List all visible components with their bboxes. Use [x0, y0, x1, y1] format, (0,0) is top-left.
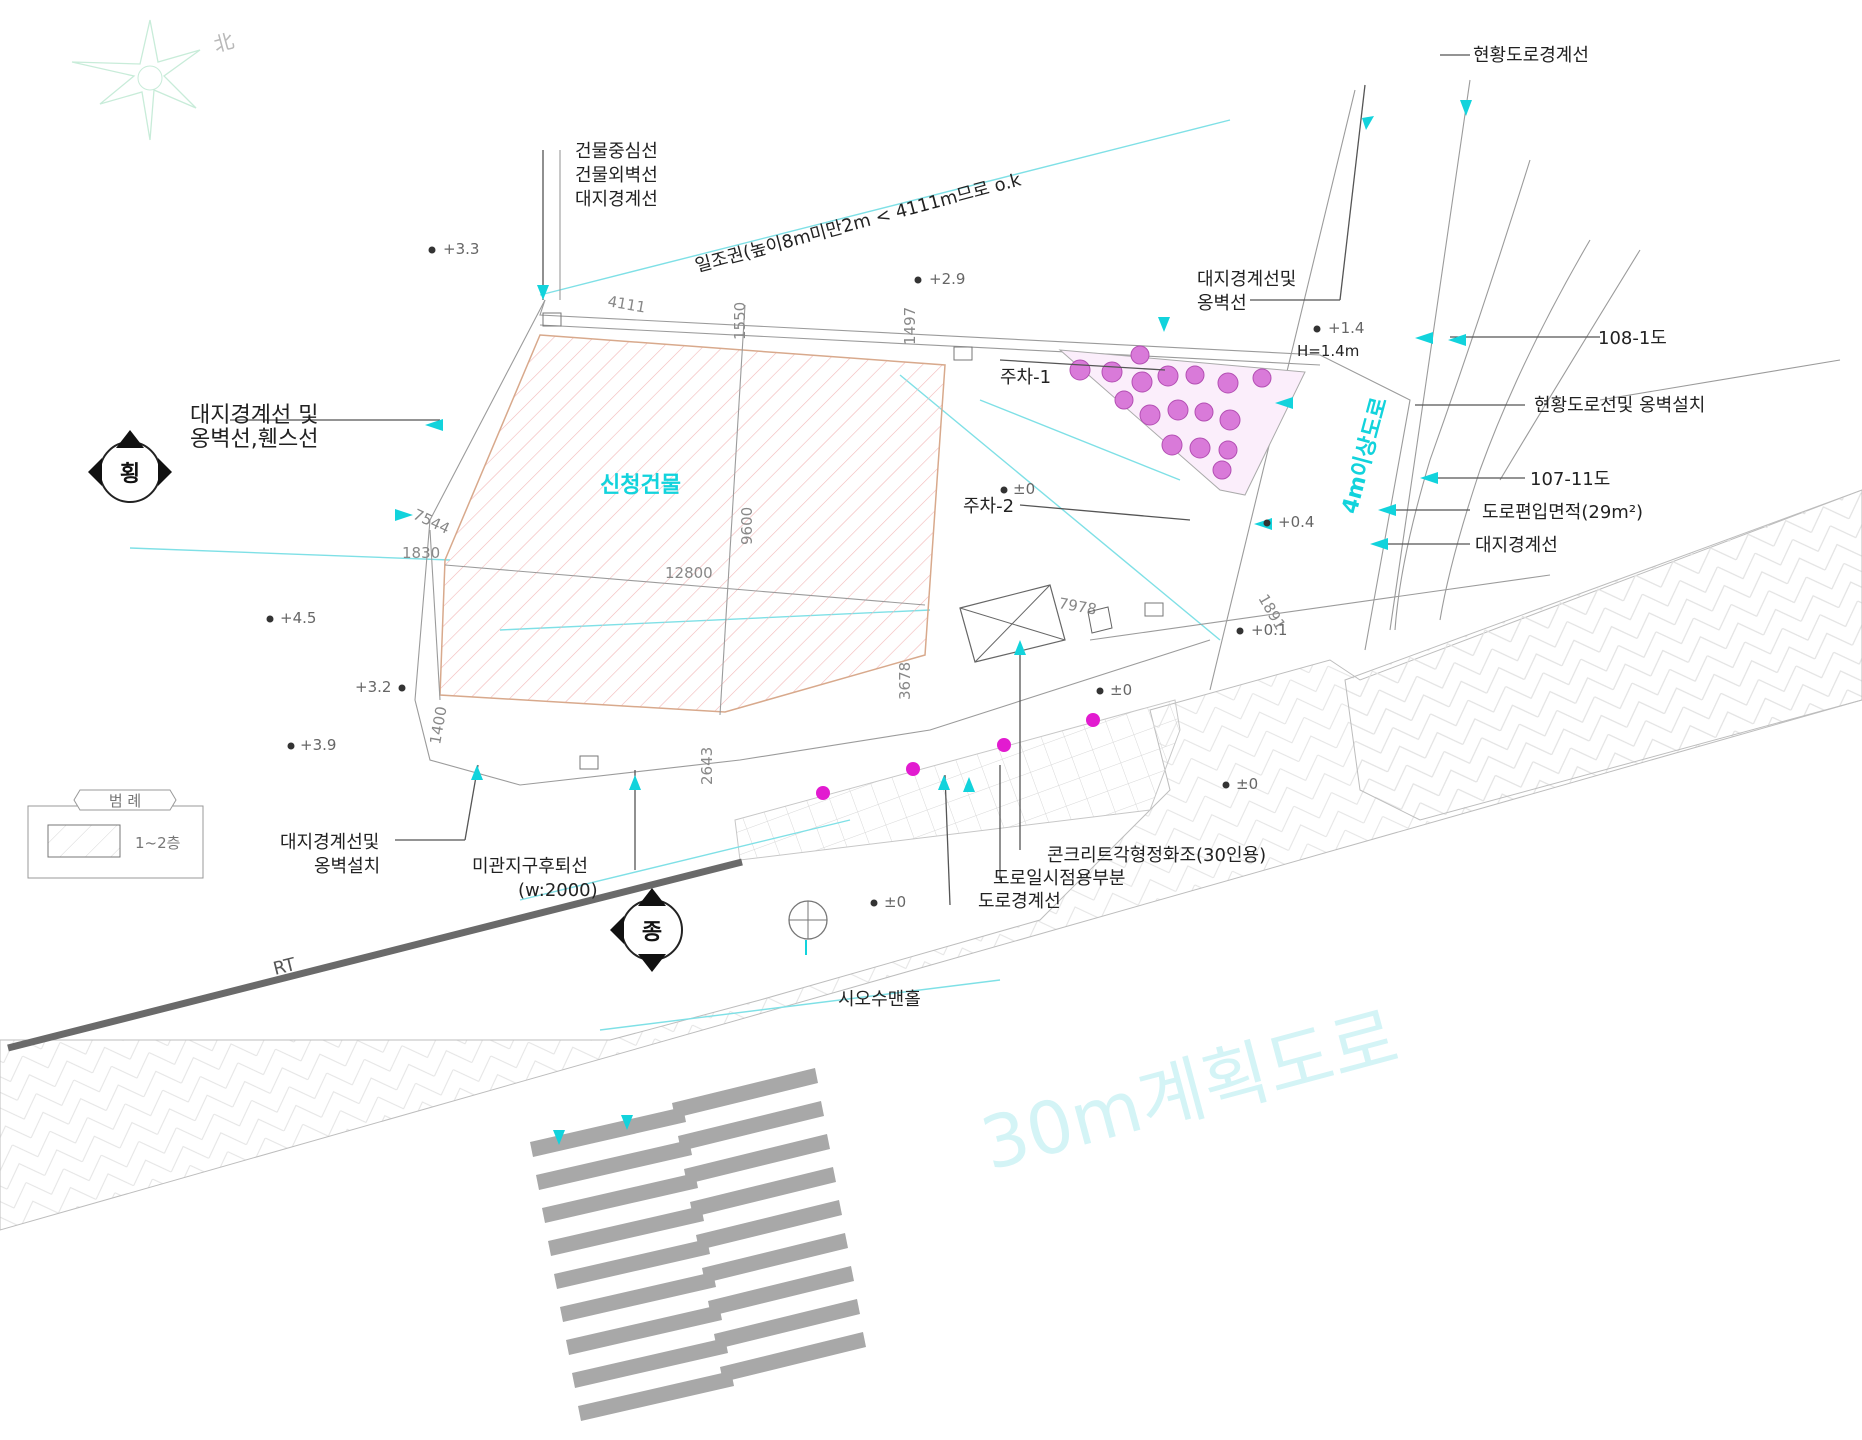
label-road-4m: 4m이상도로	[1338, 395, 1393, 517]
dim-2643: 2643	[698, 747, 716, 785]
label-septic-tank: 콘크리트각형정화조(30인용)	[1047, 845, 1266, 866]
north-label: 北	[211, 28, 237, 56]
cyan-arrow-icons	[395, 100, 1472, 1145]
dim-4111: 4111	[606, 292, 647, 316]
leader-lines	[230, 54, 1600, 906]
label-building-wall: 건물외벽선	[575, 165, 658, 186]
label-setback-2: (w:2000)	[518, 880, 598, 901]
section-badge-side: 횡	[88, 430, 172, 503]
label-road-107: 107-11도	[1530, 469, 1610, 490]
label-manhole: 시오수맨홀	[838, 989, 921, 1010]
legend-swatch	[47, 824, 121, 858]
label-parking-1: 주차-1	[1000, 367, 1051, 388]
crosswalk	[530, 1068, 866, 1421]
label-height: H=1.4m	[1297, 342, 1359, 360]
road-band-right	[1344, 489, 1862, 821]
level-marker: ±0	[1236, 775, 1258, 793]
dim-1550: 1550	[731, 302, 749, 340]
label-road-30m: 30m계획도로	[973, 995, 1407, 1187]
dim-7544: 7544	[410, 505, 452, 537]
label-bottom-retaining-1: 대지경계선및	[280, 832, 379, 853]
label-left-boundary-2: 옹벽선,휀스선	[190, 427, 318, 452]
dim-7978: 7978	[1057, 594, 1098, 618]
label-temp-road: 도로일시점용부분	[993, 868, 1125, 889]
paved-grid-area	[734, 699, 1181, 861]
label-parking-2: 주차-2	[963, 496, 1014, 517]
level-marker: +3.2	[355, 678, 391, 696]
dim-12800: 12800	[665, 564, 713, 582]
new-building	[439, 334, 946, 713]
label-site-retaining-1: 대지경계선및	[1197, 269, 1296, 290]
manhole-icon	[788, 900, 828, 955]
dim-3678: 3678	[896, 662, 914, 700]
label-building-center: 건물중심선	[575, 141, 658, 162]
marker-boxes	[542, 312, 1164, 770]
dim-1830: 1830	[402, 544, 440, 562]
label-current-road-boundary: 현황도로경계선	[1473, 45, 1589, 66]
label-setback-1: 미관지구후퇴선	[472, 856, 588, 877]
legend: 범 례 1~2층	[27, 789, 204, 879]
section-badge-longitudinal-label: 종	[642, 920, 662, 945]
level-marker: +3.9	[300, 736, 336, 754]
label-site-boundary-top: 대지경계선	[575, 189, 658, 210]
section-badge-longitudinal: 종	[610, 888, 683, 972]
label-road-inclusion: 도로편입면적(29m²)	[1482, 502, 1643, 523]
section-badge-side-label: 횡	[120, 462, 140, 487]
level-markers: +3.3 +2.9 +1.4 ±0 +0.4 +4.5 +0.1 +3.2 ±0…	[280, 240, 1364, 911]
label-site-boundary-right: 대지경계선	[1475, 535, 1558, 556]
level-marker: ±0	[1110, 681, 1132, 699]
magenta-dots	[816, 713, 1100, 800]
legend-item: 1~2층	[135, 834, 180, 852]
dim-1400: 1400	[426, 705, 450, 746]
dim-9600: 9600	[738, 507, 756, 545]
new-building-label: 신청건물	[600, 473, 681, 498]
north-arrow-icon	[71, 19, 201, 141]
level-marker: +0.4	[1278, 513, 1314, 531]
dim-1497: 1497	[901, 307, 919, 345]
label-road-boundary: 도로경계선	[978, 891, 1061, 912]
label-road-108: 108-1도	[1598, 328, 1667, 349]
label-site-retaining-2: 옹벽선	[1197, 293, 1247, 314]
legend-title: 범 례	[109, 792, 141, 810]
level-marker: +2.9	[929, 270, 965, 288]
level-marker: +4.5	[280, 609, 316, 627]
label-current-road-retaining: 현황도로선및 옹벽설치	[1534, 395, 1705, 416]
label-sunlight-rule: 일조권(높이8m미만2m < 4111m므로 o.k	[693, 169, 1024, 277]
level-marker-icons	[266, 246, 1321, 907]
level-marker: +1.4	[1328, 319, 1364, 337]
level-marker: +0.1	[1251, 621, 1287, 639]
crossing-box	[959, 584, 1113, 663]
level-marker: +3.3	[443, 240, 479, 258]
level-marker: ±0	[1013, 480, 1035, 498]
label-bottom-retaining-2: 옹벽설치	[314, 856, 380, 877]
label-left-boundary-1: 대지경계선 및	[190, 403, 318, 428]
rt-line	[7, 858, 743, 1052]
level-marker: ±0	[884, 893, 906, 911]
